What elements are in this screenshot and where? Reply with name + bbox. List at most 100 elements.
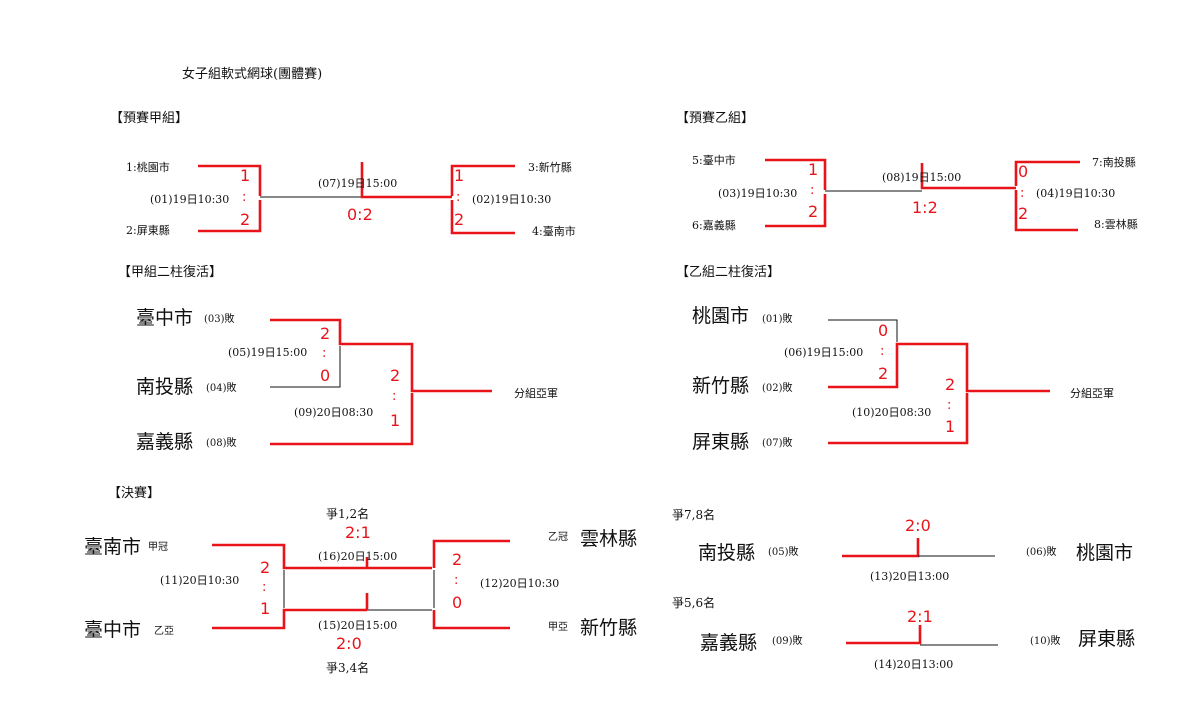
ga-m1-score-2: 2 [240,210,251,229]
gb-team-5: 5:臺中市 [692,154,736,167]
p56-left-team: 嘉義縣 [700,632,758,654]
p56-right-team: 屏東縣 [1078,628,1136,650]
p56-win-line [846,625,922,645]
gb-m2-colon: : [1020,186,1025,201]
gb-m1-colon: : [810,183,815,198]
group-b-lines [765,158,1080,232]
semi-l-code: (11)20日10:30 [160,574,240,587]
finals-label-12: 爭1,2名 [326,507,370,521]
rep-a-win-path [270,318,492,393]
rep-a-t2-line [270,346,341,388]
ga-final-code: (07)19日15:00 [318,177,398,190]
m15-score: 2:0 [336,634,362,653]
fin-tl-line [212,543,432,570]
rep-b-m1-code: (06)19日15:00 [784,346,864,359]
fin-br-line [432,610,510,630]
finals-lines [212,539,510,630]
rep-b-team-1: 桃園市 [692,305,750,327]
rep-b-result: 分組亞軍 [1070,387,1114,400]
gb-final-code: (08)19日15:00 [882,171,962,184]
gb-m2-code: (04)19日10:30 [1036,187,1116,200]
p78-win-line [842,538,920,558]
gb-m2-score-1: 0 [1018,162,1029,181]
gb-m1-code: (03)19日10:30 [718,187,798,200]
ga-final-score: 0:2 [347,205,373,224]
p78-score: 2:0 [905,516,931,535]
fin-bl-line [212,608,367,630]
rep-a-t3-line [270,393,414,446]
rep-a-m1-code: (05)19日15:00 [228,346,308,359]
finals-label-34: 爭3,4名 [326,661,370,675]
rep-b-m2-score-1: 2 [945,375,956,394]
gb-m2-bottom-line [1014,190,1078,232]
ga-team-1: 1:桃園市 [126,161,170,174]
m16-code: (16)20日15:00 [318,550,398,563]
gb-team-6: 6:嘉義縣 [692,219,736,232]
rep-a-lines [270,318,492,446]
finals-team-tr: 雲林縣 [580,528,638,550]
finals-team-tr-tag: 乙冠 [548,532,568,543]
p56-label: 爭5,6名 [672,596,716,610]
rep-b-t3-line [828,393,969,445]
rep-a-m2-code: (09)20日08:30 [294,406,374,419]
gb-final-win-line [920,163,1016,190]
ga-m1-code: (01)19日10:30 [150,193,230,206]
rep-a-result: 分組亞軍 [514,387,558,400]
gb-team-8: 8:雲林縣 [1094,218,1138,231]
rep-a-m2-score-2: 1 [390,411,401,430]
rep-b-team-1-tag: (01)敗 [762,314,793,325]
rep-b-m1-score-2: 2 [878,364,889,383]
gb-m1-score-1: 1 [808,160,819,179]
rep-b-team-3: 屏東縣 [692,431,750,453]
rep-b-t1-line [828,319,898,342]
rep-a-team-1-tag: (03)敗 [204,314,235,325]
ga-m2-score-1: 1 [454,166,465,185]
rep-a-team-2: 南投縣 [136,376,194,398]
semi-l-colon: : [262,580,267,595]
group-a-lines [198,162,515,235]
p78-left-tag: (05)敗 [768,547,799,558]
gb-team-7: 7:南投縣 [1092,156,1136,169]
fin-tr-line [432,539,510,568]
rep-b-m2-code: (10)20日08:30 [852,406,932,419]
rep-a-m2-colon: : [392,389,397,404]
finals-team-tl: 臺南市 [84,536,142,558]
rep-a-team-3-tag: (08)敗 [206,438,237,449]
p56-right-tag: (10)敗 [1030,636,1061,647]
ga-m2-code: (02)19日10:30 [472,193,552,206]
gb-m1-top-line [765,158,827,190]
p78-label: 爭7,8名 [672,508,716,522]
ga-m1-bottom-line [198,200,262,233]
page-title: 女子組軟式網球(團體賽) [182,67,323,82]
rep-b-m1-colon: : [880,344,885,359]
ga-team-3: 3:新竹縣 [528,161,572,174]
finals-team-bl-tag: 乙亞 [154,626,174,637]
p78-code: (13)20日13:00 [870,570,950,583]
rep-a-team-2-tag: (04)敗 [206,383,237,394]
semi-l-score-1: 2 [260,558,271,577]
rep-b-team-2: 新竹縣 [692,375,750,397]
finals-team-bl: 臺中市 [84,619,142,641]
finals-team-tl-tag: 甲冠 [148,542,168,553]
group-b-heading: 【預賽乙組】 [676,111,755,126]
ga-final-win-line [360,162,452,199]
gb-final-score: 1:2 [912,198,938,217]
rep-b-m2-score-2: 1 [945,417,956,436]
rep-a-m1-colon: : [322,346,327,361]
semi-r-code: (12)20日10:30 [480,577,560,590]
gb-m1-score-2: 2 [808,202,819,221]
rep-a-heading: 【甲組二柱復活】 [118,265,223,280]
ga-m2-bottom-line [450,200,515,235]
finals-heading: 【決賽】 [108,486,161,501]
ga-m2-top-line [450,164,515,196]
ga-m1-score-1: 1 [240,166,251,185]
p78-left-team: 南投縣 [698,542,756,564]
p78-lines [842,538,995,558]
rep-b-m1-score-1: 0 [878,321,889,340]
gb-m2-top-line [1014,160,1080,186]
p56-code: (14)20日13:00 [874,658,954,671]
p56-left-tag: (09)敗 [772,636,803,647]
p56-score: 2:1 [907,607,933,626]
ga-m1-colon: : [242,190,247,205]
